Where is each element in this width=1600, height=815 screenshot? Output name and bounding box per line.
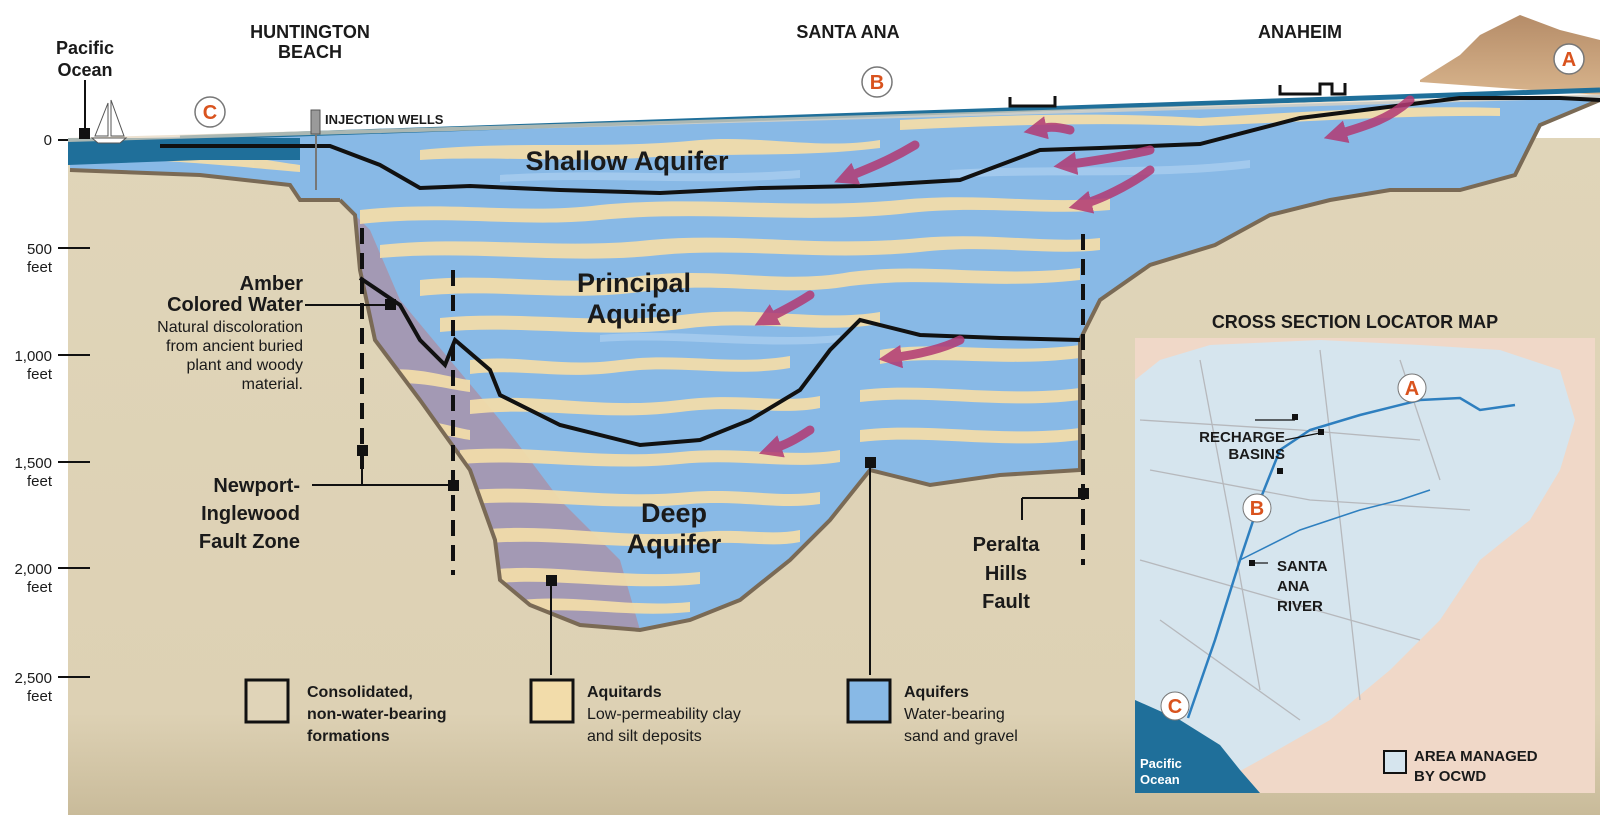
deep-aquifer-label-2: Aquifer <box>627 529 722 559</box>
ocean-label-2: Ocean <box>57 60 112 80</box>
amber-title: Amber <box>240 273 304 295</box>
santa-ana-river-label: SANTA <box>1277 558 1328 575</box>
depth-tick-unit: feet <box>27 259 53 276</box>
marker-b-main: B <box>861 66 893 98</box>
newport-label-2: Inglewood <box>201 503 300 525</box>
legend-aquitards-title: Aquitards <box>587 684 662 701</box>
legend-swatch-aquifers <box>846 678 892 724</box>
legend-aquitards-desc-2: and silt deposits <box>587 728 702 745</box>
depth-tick-value: 500 <box>27 241 52 258</box>
depth-axis <box>58 139 90 678</box>
svg-text:B: B <box>870 72 884 94</box>
legend-swatch-aquitards <box>529 678 575 724</box>
map-ocean <box>1135 700 1260 793</box>
recharge-basins-label-2: BASINS <box>1228 446 1285 463</box>
city-santa-ana: SANTA ANA <box>796 22 899 42</box>
amber-desc-2: from ancient buried <box>166 338 303 355</box>
legend-aquitards-desc-1: Low-permeability clay <box>587 706 741 723</box>
newport-label: Newport- <box>213 475 300 497</box>
peralta-label-3: Fault <box>982 591 1030 613</box>
managed-area-label-2: BY OCWD <box>1414 768 1486 785</box>
mountain <box>1420 15 1600 95</box>
legend-consolidated-1: Consolidated, <box>307 684 413 701</box>
depth-tick-unit: feet <box>27 366 53 383</box>
sailboat-icon <box>90 99 128 144</box>
recharge-basin-shape <box>1008 96 1057 108</box>
managed-area-label: AREA MANAGED <box>1414 748 1538 765</box>
deep-aquifer-label: Deep <box>641 498 707 528</box>
recharge-basin-shape <box>1278 82 1347 96</box>
marker-c-left: C <box>194 96 226 128</box>
map-ocean-label: Pacific <box>1140 756 1182 771</box>
map-ocean-label-2: Ocean <box>1140 772 1180 787</box>
legend-aquifers-title: Aquifers <box>904 684 969 701</box>
city-huntington: HUNTINGTON <box>250 22 370 42</box>
ocean-label: Pacific <box>56 38 114 58</box>
amber-title-2: Colored Water <box>167 294 303 316</box>
map-marker-c: C <box>1168 696 1182 718</box>
managed-area <box>1135 340 1575 793</box>
fault-lines <box>360 228 1085 575</box>
depth-tick-value: 1,500 <box>14 455 52 472</box>
principal-aquifer-boundary <box>358 276 1081 448</box>
aquitard-lenses <box>90 107 1500 614</box>
santa-ana-river-label-3: RIVER <box>1277 598 1323 615</box>
city-anaheim: ANAHEIM <box>1258 22 1342 42</box>
legend-aquifers-desc-2: sand and gravel <box>904 728 1018 745</box>
legend-aquifers-desc-1: Water-bearing <box>904 706 1005 723</box>
depth-tick-unit: feet <box>27 473 53 490</box>
legend: Consolidated, non-water-bearing formatio… <box>244 678 1018 745</box>
depth-tick-value: 2,000 <box>14 561 52 578</box>
legend-swatch-consolidated <box>244 678 290 724</box>
locator-map-title: CROSS SECTION LOCATOR MAP <box>1212 312 1498 332</box>
locator-map: CROSS SECTION LOCATOR MAP Pacific Ocean <box>1135 312 1595 793</box>
marker-a-main: A <box>1553 43 1585 75</box>
basin-boundary <box>338 98 1600 633</box>
flow-arrows <box>754 95 1415 458</box>
shallow-aquifer-label: Shallow Aquifer <box>525 146 729 176</box>
depth-tick-unit: feet <box>27 579 53 596</box>
recharge-basins-label: RECHARGE <box>1199 429 1285 446</box>
peralta-label: Peralta <box>973 534 1041 556</box>
map-marker-a: A <box>1405 378 1419 400</box>
legend-consolidated-3: formations <box>307 728 390 745</box>
injection-well-icon <box>310 109 321 135</box>
peralta-label-2: Hills <box>985 563 1027 585</box>
svg-text:A: A <box>1562 49 1576 71</box>
depth-tick-value: 0 <box>44 132 52 149</box>
city-huntington-2: BEACH <box>278 42 342 62</box>
managed-area-swatch <box>1383 750 1407 774</box>
shallow-aquifer-boundary <box>160 96 1600 196</box>
depth-tick-labels: 0500feet1,000feet1,500feet2,000feet2,500… <box>14 132 52 705</box>
legend-consolidated-2: non-water-bearing <box>307 706 447 723</box>
amber-desc-1: Natural discoloration <box>157 319 303 336</box>
principal-aquifer-label: Principal <box>577 268 691 298</box>
svg-text:C: C <box>203 102 217 124</box>
injection-wells-label: INJECTION WELLS <box>325 112 444 127</box>
newport-label-3: Fault Zone <box>199 531 300 553</box>
amber-desc-3: plant and woody <box>186 357 303 374</box>
santa-ana-river <box>1186 396 1516 719</box>
santa-ana-river-label-2: ANA <box>1277 578 1310 595</box>
map-marker-b: B <box>1250 498 1264 520</box>
depth-tick-value: 2,500 <box>14 670 52 687</box>
principal-aquifer-label-2: Aquifer <box>587 299 682 329</box>
depth-tick-value: 1,000 <box>14 348 52 365</box>
amber-desc-4: material. <box>242 376 303 393</box>
depth-tick-unit: feet <box>27 688 53 705</box>
